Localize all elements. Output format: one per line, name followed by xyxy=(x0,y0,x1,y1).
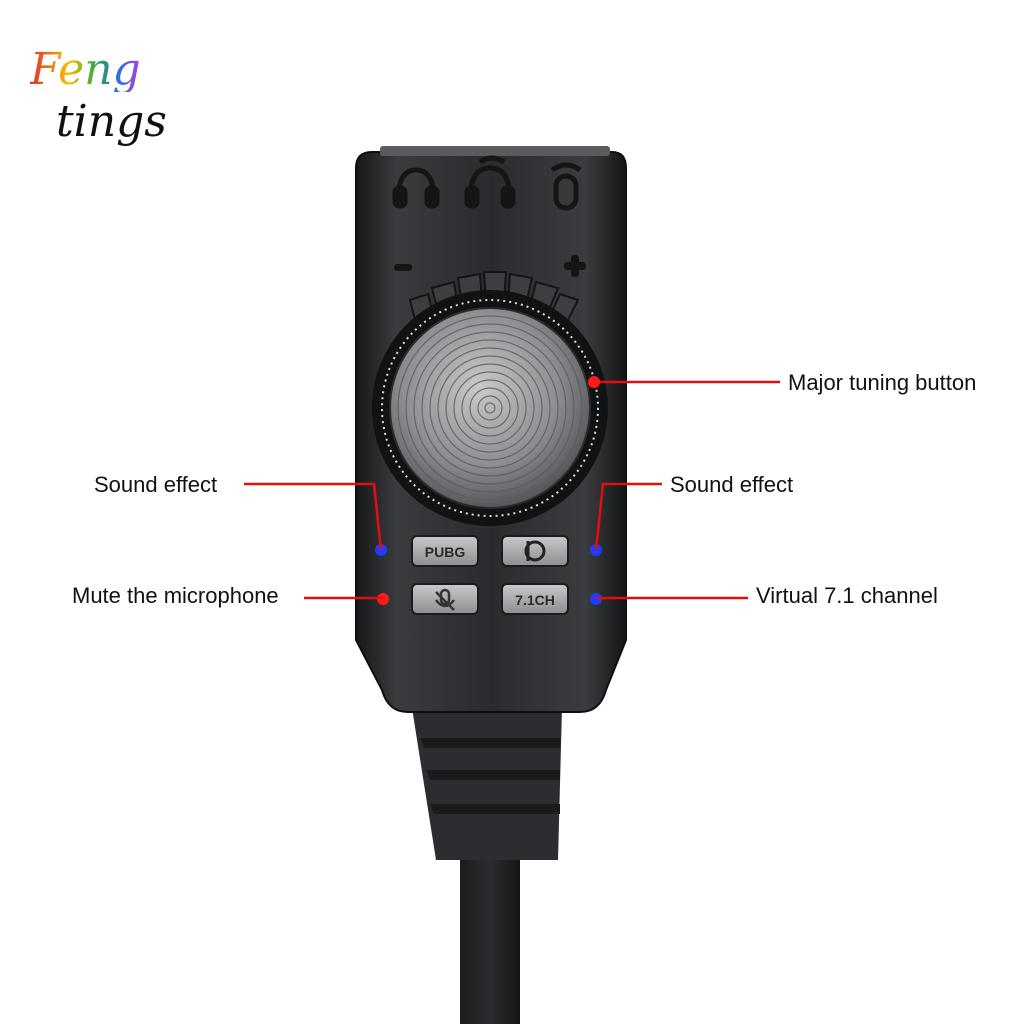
callout-lines xyxy=(244,380,780,600)
virtual-7-1-button[interactable]: 7.1CH xyxy=(501,583,569,615)
callout-mute-label: Mute the microphone xyxy=(72,583,279,608)
minus-icon xyxy=(394,264,412,271)
mute-microphone-button[interactable] xyxy=(411,583,479,615)
sound-mode-button[interactable] xyxy=(501,535,569,567)
callout-dot-tuning xyxy=(588,376,600,388)
pubg-button-label: PUBG xyxy=(425,544,466,560)
logo-line-1: Feng xyxy=(30,44,141,95)
virtual-7-1-button-label: 7.1CH xyxy=(515,592,555,608)
headset-port-icon xyxy=(464,155,516,209)
headphone-port-icon xyxy=(392,167,440,209)
sound-mode-icon xyxy=(524,540,546,562)
pubg-button[interactable]: PUBG xyxy=(411,535,479,567)
logo-line-2: tings xyxy=(56,96,167,147)
mic-mute-icon xyxy=(435,588,455,611)
callout-tuning-label: Major tuning button xyxy=(788,370,977,395)
major-tuning-knob xyxy=(372,290,608,526)
cable xyxy=(460,840,520,1024)
callout-sound-effect-right-label: Sound effect xyxy=(670,472,794,497)
microphone-port-icon xyxy=(550,162,582,211)
strain-relief xyxy=(412,708,562,860)
callout-virtual-label: Virtual 7.1 channel xyxy=(756,583,938,608)
callout-sound-effect-left-label: Sound effect xyxy=(94,472,218,497)
plus-icon xyxy=(564,255,586,277)
